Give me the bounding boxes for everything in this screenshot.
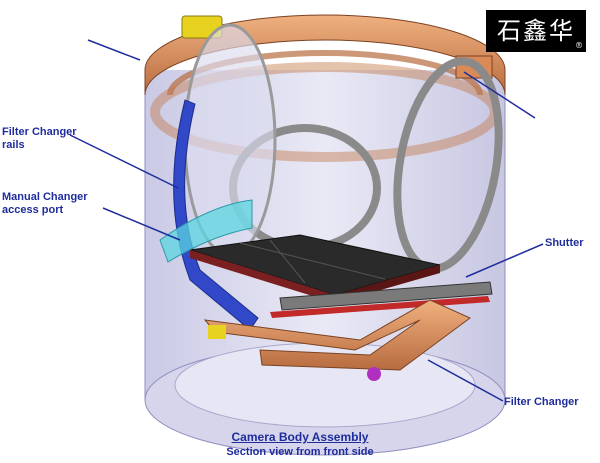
filter-changer-rail-shape	[173, 99, 259, 331]
filter-changer-frame	[203, 299, 471, 381]
filter-changer-rails-line1: Filter Changer	[2, 126, 77, 138]
manual-changer-line2: access port	[2, 204, 64, 216]
manual-changer-access-port-shape	[159, 199, 253, 263]
filter-changer-rails-label: Filter Changer rails	[2, 126, 77, 152]
filter-changer-label: Filter Changer	[504, 396, 579, 408]
leader-lines	[69, 39, 544, 402]
caption-subtitle: Section view from front side	[226, 446, 374, 458]
manual-changer-line1: Manual Changer	[2, 191, 88, 203]
caption-title: Camera Body Assembly	[231, 430, 369, 444]
shutter-assembly	[270, 281, 493, 318]
brand-logo: 石鑫华 ®	[486, 10, 586, 52]
shutter-label: Shutter	[545, 237, 584, 249]
filter-changer-rails-line2: rails	[2, 139, 25, 151]
logo-text: 石鑫华	[497, 17, 575, 45]
manual-changer-access-port-label: Manual Changer access port	[2, 191, 88, 217]
registered-mark: ®	[575, 41, 583, 50]
